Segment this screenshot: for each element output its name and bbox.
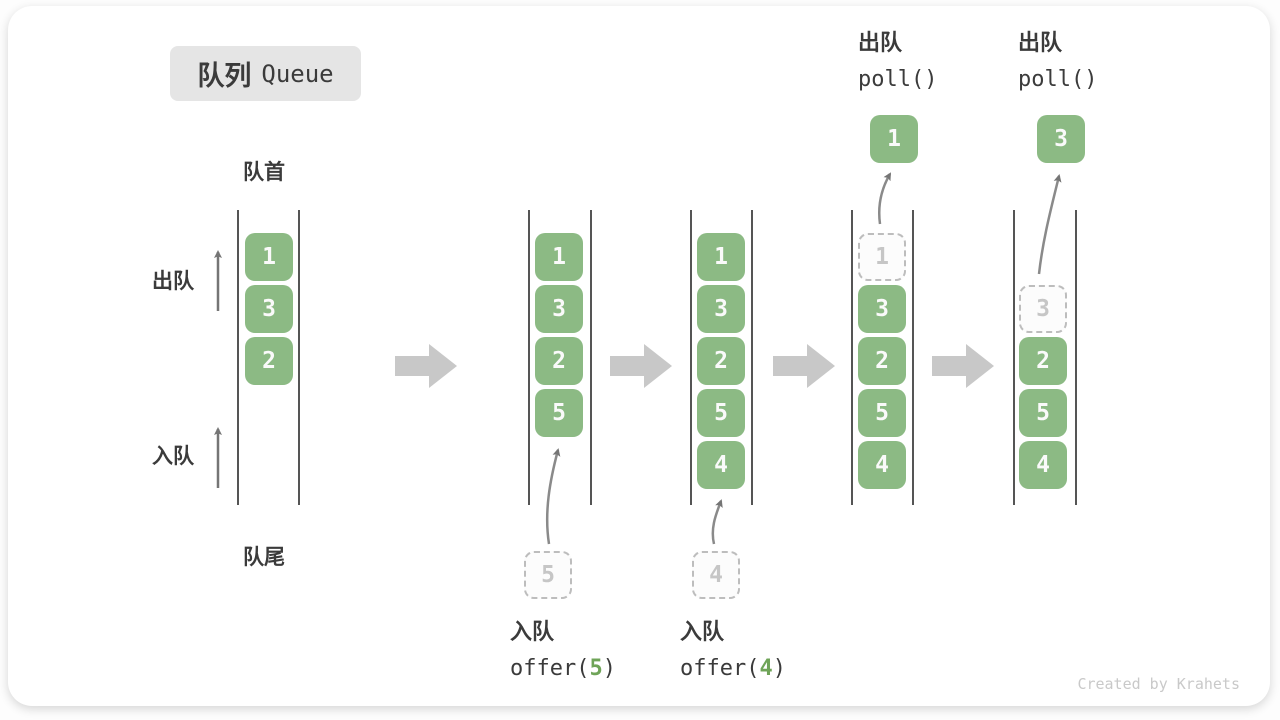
channel-wall [851,210,853,505]
code-fn: offer( [510,656,590,681]
label-dequeue-side: 出队 [152,269,194,293]
code-close: ) [602,656,616,681]
queue-cell: 5 [697,389,745,437]
enqueue-caption-op: 入队 [680,620,725,645]
queue-state-3: 1 3 2 5 4 [697,233,745,489]
staged-cell: 5 [524,551,572,599]
queue-cell: 2 [245,337,293,385]
credit-text: Created by Krahets [1077,675,1240,693]
code-arg: 5 [589,656,603,681]
channel-wall [1013,210,1015,505]
enqueue-caption-code: offer(5) [510,651,616,687]
channel-wall [298,210,300,505]
queue-cell: 1 [245,233,293,281]
queue-cell: 2 [697,337,745,385]
channel-wall [1075,210,1077,505]
queue-cell: 3 [697,285,745,333]
queue-state-4: 1 3 2 5 4 [858,233,906,489]
queue-cell: 4 [697,441,745,489]
channel-wall [590,210,592,505]
label-queue-front: 队首 [243,160,285,184]
label-queue-rear: 队尾 [243,545,285,569]
dequeue-header-op: 出队 [1018,31,1063,56]
code-fn: offer( [680,656,760,681]
queue-cell: 3 [858,285,906,333]
queue-state-5: 3 2 5 4 [1019,285,1067,489]
title-en: Queue [261,59,334,88]
queue-cell: 1 [535,233,583,281]
diagram-card [8,6,1270,706]
enqueue-caption-op: 入队 [510,620,555,645]
queue-cell: 5 [535,389,583,437]
polled-cell: 3 [1037,115,1085,163]
queue-cell: 5 [1019,389,1067,437]
label-enqueue-side: 入队 [152,444,194,468]
dequeue-header-1: 出队 poll() [858,26,937,98]
dequeue-header-op: 出队 [858,31,903,56]
queue-cell: 2 [535,337,583,385]
dequeue-header-code: poll() [1018,67,1098,92]
queue-cell: 4 [1019,441,1067,489]
queue-cell: 5 [858,389,906,437]
removed-cell: 1 [858,233,906,281]
polled-cell: 1 [870,115,918,163]
queue-cell: 2 [858,337,906,385]
code-close: ) [772,656,786,681]
staged-cell: 4 [692,551,740,599]
code-arg: 4 [759,656,773,681]
queue-cell: 3 [535,285,583,333]
diagram-title: 队列 Queue [170,46,361,101]
enqueue-caption-2: 入队 offer(4) [680,615,786,687]
channel-wall [912,210,914,505]
channel-wall [690,210,692,505]
dequeue-header-2: 出队 poll() [1018,26,1097,98]
queue-state-2: 1 3 2 5 [535,233,583,437]
queue-cell: 4 [858,441,906,489]
channel-wall [528,210,530,505]
queue-state-1: 1 3 2 [245,233,293,385]
removed-cell: 3 [1019,285,1067,333]
enqueue-caption-1: 入队 offer(5) [510,615,616,687]
queue-cell: 3 [245,285,293,333]
channel-wall [237,210,239,505]
dequeue-header-code: poll() [858,67,938,92]
queue-cell: 2 [1019,337,1067,385]
queue-cell: 1 [697,233,745,281]
enqueue-caption-code: offer(4) [680,651,786,687]
channel-wall [751,210,753,505]
title-zh: 队列 [197,61,252,92]
